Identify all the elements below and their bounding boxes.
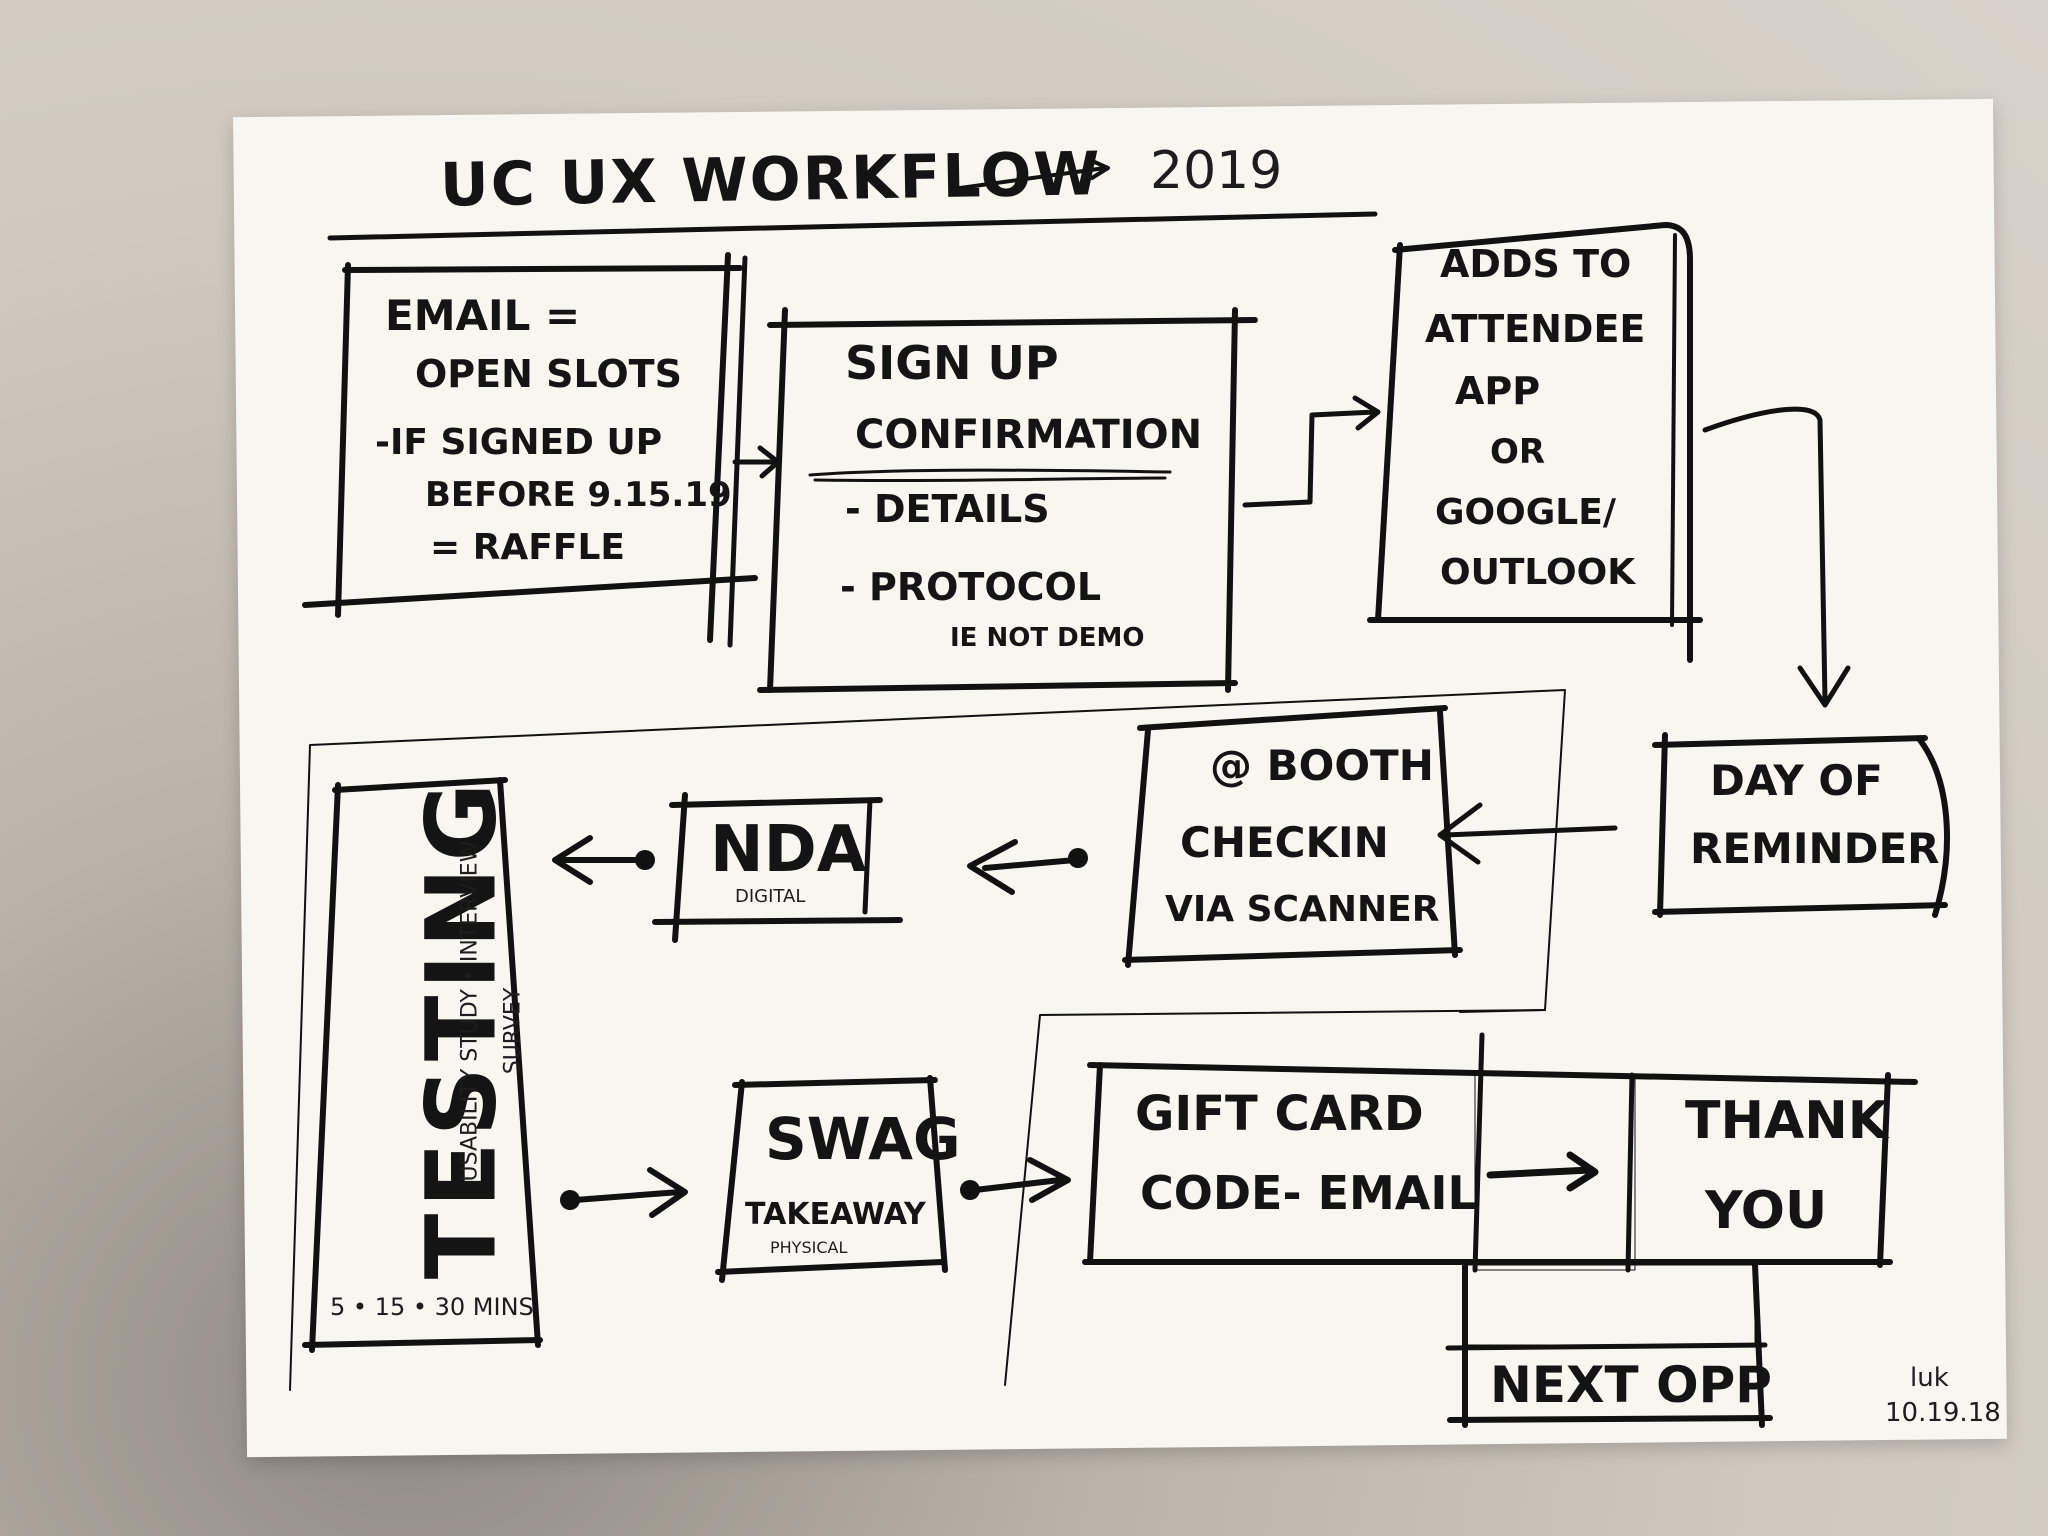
dot-swag [960, 1180, 980, 1200]
thankyou-line-2: YOU [1705, 1181, 1828, 1241]
thankyou-line-1: THANK [1685, 1091, 1889, 1151]
adds-line-2: ATTENDEE [1425, 307, 1646, 351]
gift-thankyou-box [1082, 1032, 1918, 1273]
arrow-swag-gift [972, 1157, 1071, 1203]
swag-label: SWAG [765, 1105, 961, 1173]
dot-testing [560, 1190, 580, 1210]
arrow-signup-adds [1242, 395, 1381, 508]
booth-line-3: VIA SCANNER [1165, 889, 1440, 930]
testing-sub-1: USABILITY STUDY • INTERVIEW [457, 840, 483, 1182]
reminder-line-2: REMINDER [1690, 824, 1940, 873]
adds-line-1: ADDS TO [1440, 242, 1632, 286]
signature-initials: luk [1910, 1363, 1949, 1393]
adds-line-6: OUTLOOK [1440, 552, 1636, 593]
nda-box [652, 792, 903, 943]
swag-sub-2: PHYSICAL [770, 1238, 848, 1257]
email-box [302, 252, 758, 648]
nextopp-box [1445, 1259, 1773, 1428]
swag-sub: TAKEAWAY [745, 1197, 926, 1232]
adds-box [1367, 222, 1703, 663]
adds-line-3: APP [1455, 369, 1541, 413]
signup-line-2: CONFIRMATION [855, 412, 1203, 458]
reminder-box [1652, 732, 1950, 918]
arrow-reminder-booth [1437, 802, 1618, 865]
testing-sub-2: SURVEY [500, 987, 526, 1075]
testing-times: 5 • 15 • 30 MINS [330, 1293, 534, 1321]
adds-line-4: OR [1490, 432, 1546, 472]
email-line-3: -IF SIGNED UP [375, 422, 663, 463]
email-line-5: = RAFFLE [430, 527, 625, 568]
gift-line-1: GIFT CARD [1135, 1086, 1424, 1142]
title-year: 2019 [1150, 141, 1283, 201]
section-outline-bottom [1004, 1009, 1546, 1386]
reminder-line-1: DAY OF [1710, 756, 1883, 805]
email-line-1: EMAIL = [385, 291, 581, 340]
testing-box [302, 777, 543, 1353]
title-underline [327, 211, 1378, 241]
title-arrowhead [1088, 158, 1110, 180]
page-title: UC UX WORKFLOW [439, 139, 1103, 221]
nda-label: NDA [710, 813, 867, 887]
email-line-2: OPEN SLOTS [415, 352, 682, 396]
signup-box [757, 307, 1258, 693]
gift-line-2: CODE- EMAIL [1140, 1166, 1477, 1220]
dot-booth [1068, 848, 1088, 868]
arrow-booth-nda [967, 839, 1078, 895]
signature-date: 10.19.18 [1885, 1398, 2001, 1428]
adds-line-5: GOOGLE/ [1435, 492, 1616, 533]
booth-box [1122, 705, 1463, 968]
signup-note: IE NOT DEMO [950, 623, 1145, 653]
swag-box [715, 1075, 948, 1283]
signup-line-1: SIGN UP [845, 336, 1059, 390]
nda-sub: DIGITAL [735, 886, 806, 907]
dot-nda [635, 850, 655, 870]
signup-protocol: - PROTOCOL [840, 565, 1102, 609]
arrow-testing-swag [572, 1167, 688, 1218]
booth-line-1: @ BOOTH [1210, 741, 1434, 790]
arrow-nda-testing [552, 835, 643, 885]
title-arrow [958, 166, 1107, 190]
signup-details: - DETAILS [845, 487, 1050, 531]
arrow-adds-reminder [1702, 406, 1851, 708]
arrow-email-signup [732, 445, 781, 479]
email-line-4: BEFORE 9.15.19 [425, 475, 732, 515]
nextopp-label: NEXT OPP [1490, 1356, 1772, 1414]
booth-line-2: CHECKIN [1180, 818, 1389, 867]
